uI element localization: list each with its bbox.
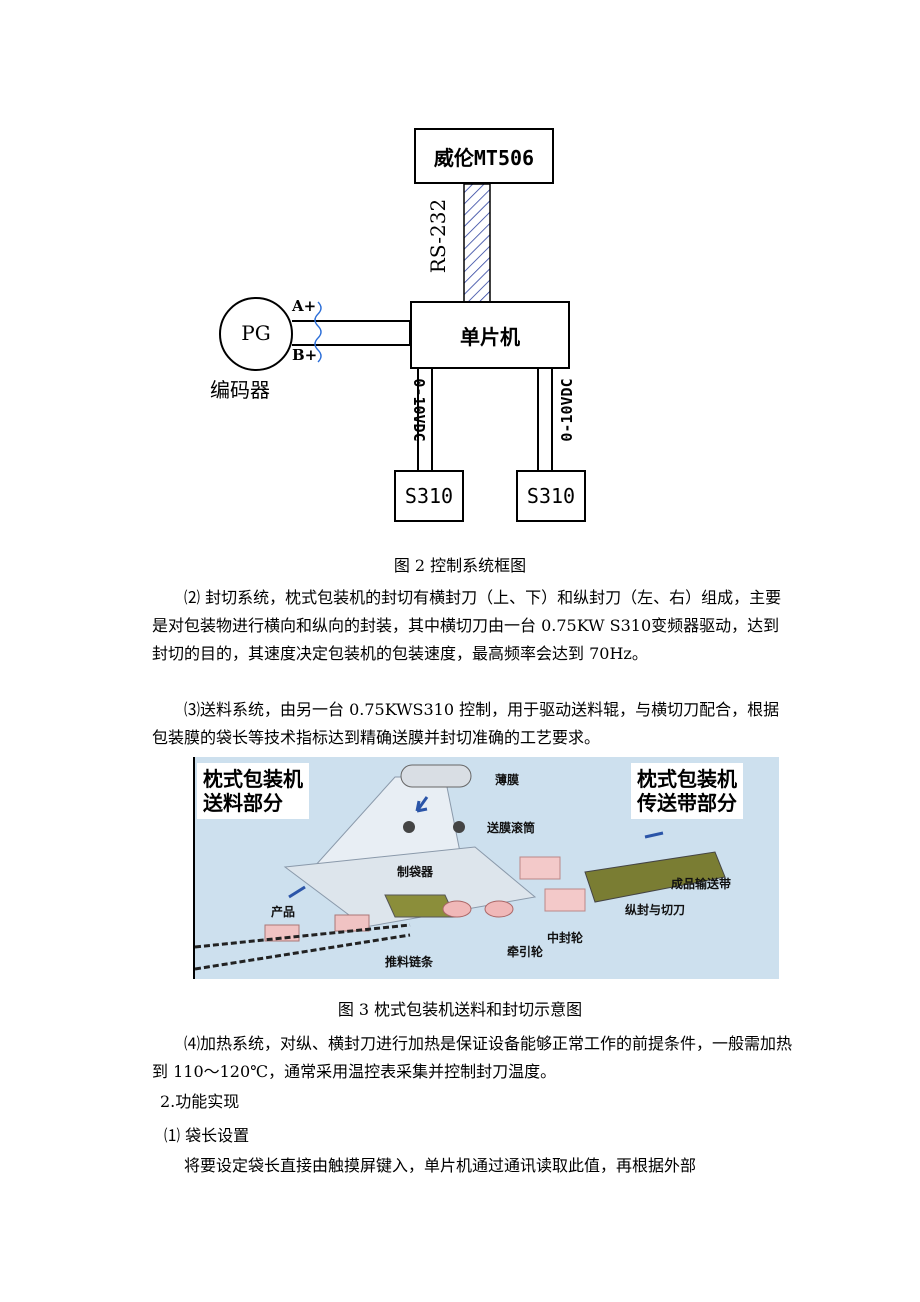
- push-chain-icon: [195, 923, 411, 949]
- paragraph-sealing-system: ⑵ 封切系统，枕式包装机的封切有横封刀（上、下）和纵封刀（左、右）组成，主要是对…: [152, 584, 792, 668]
- label-product: 产品: [271, 905, 296, 919]
- mt506-label: 威伦MT506: [433, 145, 535, 170]
- label-bag-maker: 制袋器: [397, 865, 434, 879]
- rs232-label-wrap: RS-232: [418, 190, 458, 280]
- b-plus-label: B+: [292, 346, 318, 364]
- label-conveyor: 成品输送带: [671, 877, 732, 891]
- pg-encoder-circle: [219, 297, 293, 371]
- product-icon: [264, 924, 300, 942]
- label-feed-roller: 送膜滚筒: [487, 821, 536, 835]
- encoder-label: 编码器: [210, 378, 270, 402]
- label-push-chain: 推料链条: [385, 955, 434, 969]
- arrow-icon: [644, 831, 664, 839]
- paragraph-text: 将要设定袋长直接由触摸屏键入，单片机通过通讯读取此值，再根据外部: [184, 1156, 697, 1175]
- pg-label: PG: [241, 321, 271, 345]
- rs232-cable: [463, 183, 491, 303]
- paragraph-heating-system: ⑷加热系统，对纵、横封刀进行加热是保证设备能够正常工作的前提条件，一般需加热到 …: [152, 1030, 792, 1086]
- s310-box-right: S310: [516, 470, 586, 522]
- film-path: [283, 846, 537, 928]
- figure-3-caption: 图 3 枕式包装机送料和封切示意图: [337, 1000, 583, 1019]
- twisted-pair-icon: [314, 301, 322, 363]
- machine-drawing: [195, 764, 726, 971]
- output-conveyor: [584, 851, 726, 903]
- paragraph-text: ⑶送料系统，由另一台 0.75KWS310 控制，用于驱动送料辊，与横切刀配合，…: [152, 700, 780, 747]
- paragraph-text: ⑵ 封切系统，枕式包装机的封切有横封刀（上、下）和纵封刀（左、右）组成，主要是对…: [152, 588, 782, 663]
- title-left-line-2: 送料部分: [203, 791, 283, 815]
- title-left-line-1: 枕式包装机: [203, 767, 303, 791]
- arrow-icon: [288, 885, 306, 899]
- sealer-top: [519, 856, 561, 880]
- feeding-section-title: 枕式包装机 送料部分: [197, 763, 309, 819]
- paragraph-text: ⑷加热系统，对纵、横封刀进行加热是保证设备能够正常工作的前提条件，一般需加热到 …: [152, 1034, 793, 1081]
- arrow-icon: [415, 796, 429, 813]
- figure-2-caption: 图 2 控制系统框图: [393, 556, 527, 575]
- rs232-label: RS-232: [426, 198, 450, 274]
- label-center-seal: 中封轮: [547, 931, 584, 945]
- label-film: 薄膜: [495, 773, 520, 787]
- mcu-box: 单片机: [410, 301, 570, 369]
- subsection-heading: ⑴ 袋长设置: [164, 1126, 250, 1145]
- film-roll-icon: [400, 764, 472, 788]
- pull-wheel-icon: [442, 900, 472, 918]
- mt506-hmi-box: 威伦MT506: [414, 128, 554, 184]
- paragraph-bag-length: 将要设定袋长直接由触摸屏键入，单片机通过通讯读取此值，再根据外部: [152, 1152, 792, 1180]
- paragraph-feeding-system: ⑶送料系统，由另一台 0.75KWS310 控制，用于驱动送料辊，与横切刀配合，…: [152, 696, 792, 752]
- sealer-bottom: [544, 888, 586, 912]
- s310-box-left: S310: [394, 470, 464, 522]
- figure-3-machine-illustration: 枕式包装机 送料部分 枕式包装机 传送带部分 薄膜 送膜滚筒 制袋器 产品 成品…: [193, 757, 779, 979]
- label-pull-wheel: 牵引轮: [507, 945, 544, 959]
- a-plus-label: A+: [292, 297, 317, 315]
- s310-label-left: S310: [404, 484, 454, 508]
- voltage-label-left: 0-10VDC: [410, 378, 428, 442]
- block-diagram-wires: [219, 183, 553, 470]
- section-heading: 2.功能实现: [160, 1092, 240, 1111]
- s310-label-right: S310: [526, 484, 576, 508]
- title-right-line-1: 枕式包装机: [637, 767, 737, 791]
- title-right-line-2: 传送带部分: [637, 791, 737, 815]
- conveyor-section-title: 枕式包装机 传送带部分: [631, 763, 743, 819]
- mcu-label: 单片机: [460, 324, 520, 349]
- feed-roller-icon: [403, 821, 415, 833]
- label-cutter: 纵封与切刀: [625, 903, 686, 917]
- voltage-label-right: 0-10VDC: [558, 378, 576, 442]
